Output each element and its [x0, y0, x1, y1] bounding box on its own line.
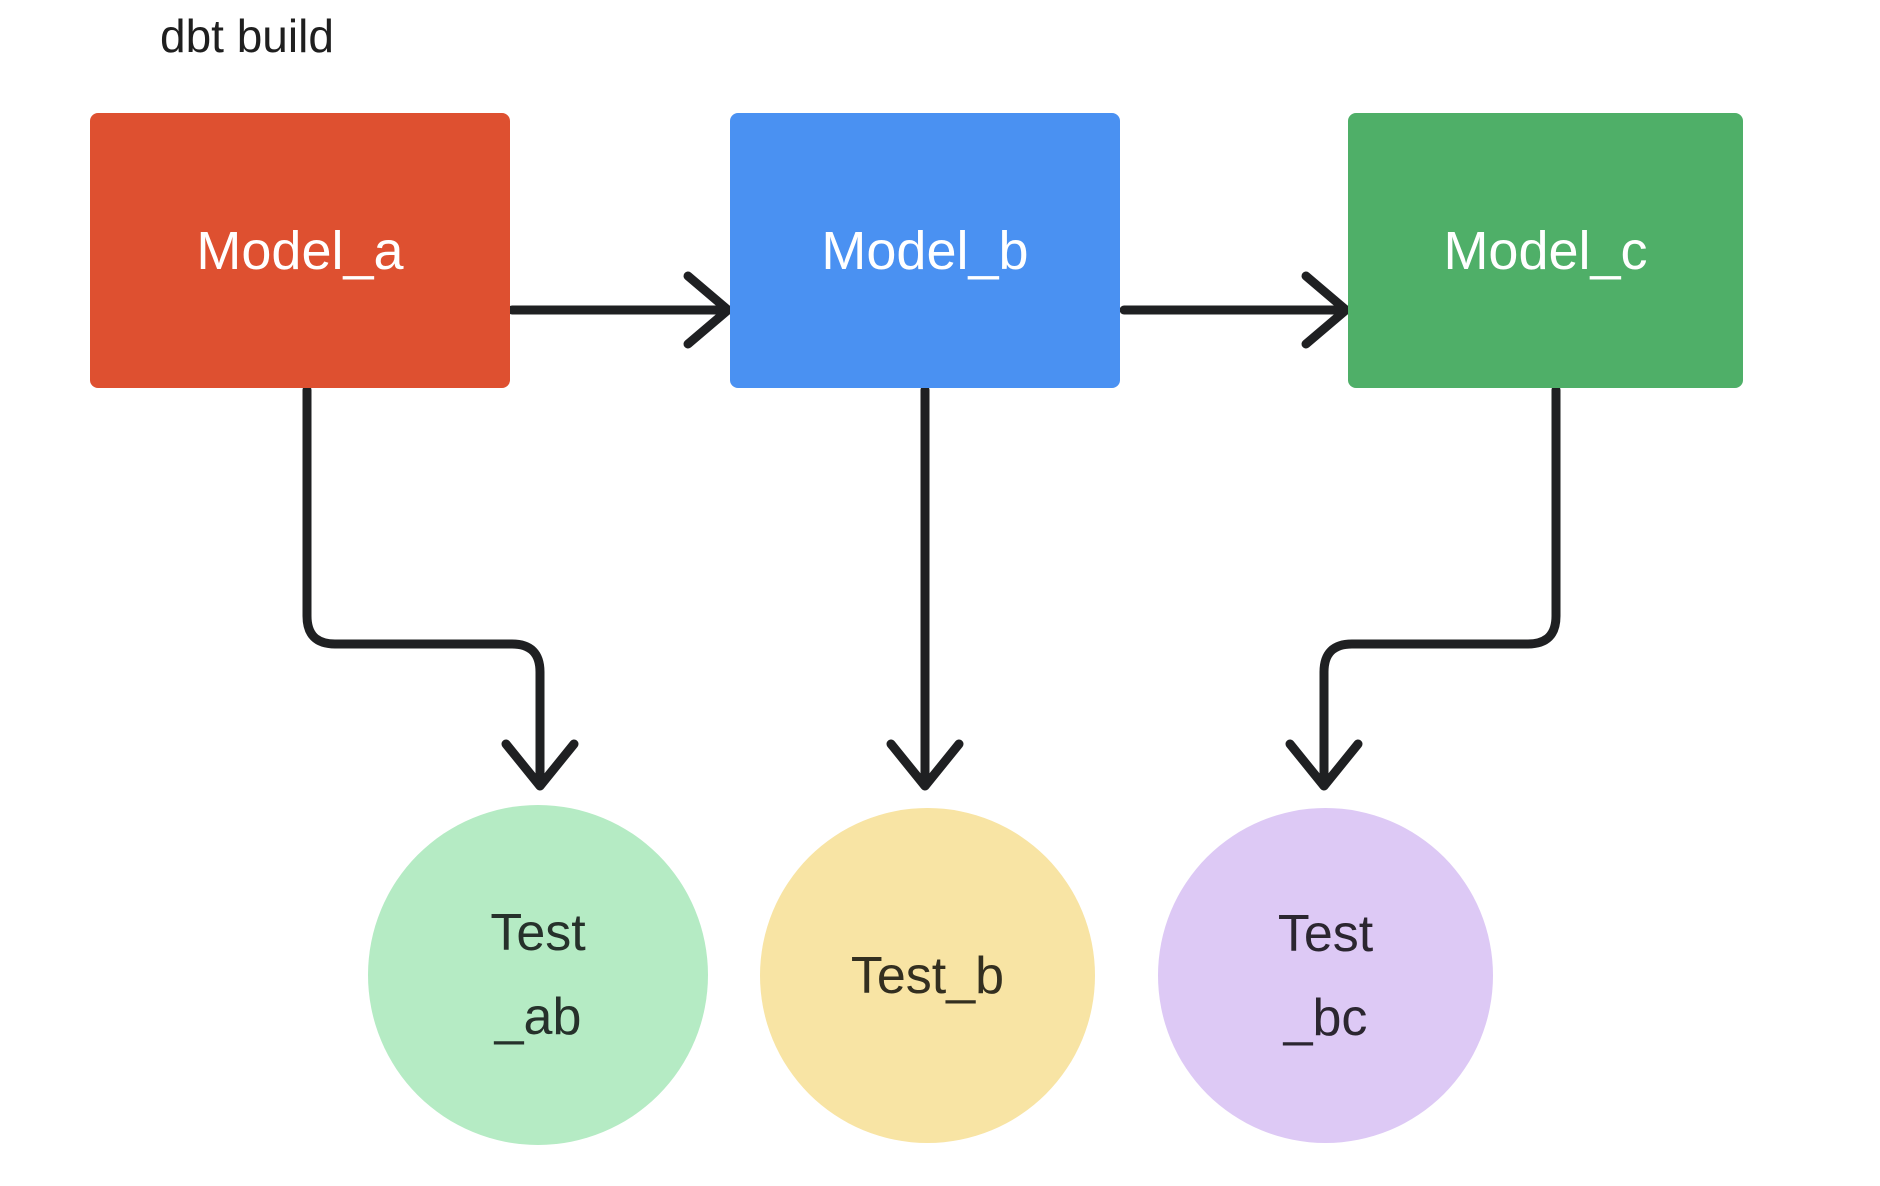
node-test-ab-label: Test _ab — [490, 904, 586, 1046]
node-test-b-label: Test_b — [850, 946, 1005, 1005]
edge-model-a-to-model-b — [507, 271, 733, 349]
node-model-b-label: Model_b — [821, 220, 1029, 281]
diagram-title: dbt build — [160, 10, 334, 62]
node-test-b[interactable]: Test_b — [760, 808, 1095, 1143]
node-test-ab[interactable]: Test _ab — [368, 805, 708, 1145]
edge-model-b-to-test-b — [886, 385, 964, 791]
node-model-b[interactable]: Model_b — [730, 113, 1120, 388]
edge-model-c-to-test-bc — [1285, 385, 1561, 791]
node-test-bc-label: Test _bc — [1277, 904, 1374, 1047]
node-model-a[interactable]: Model_a — [90, 113, 510, 388]
node-test-bc[interactable]: Test _bc — [1158, 808, 1493, 1143]
edge-model-a-to-test-ab — [302, 385, 579, 791]
edge-model-b-to-model-c — [1119, 271, 1351, 349]
node-model-a-label: Model_a — [196, 220, 404, 281]
node-model-c[interactable]: Model_c — [1348, 113, 1743, 388]
node-model-c-label: Model_c — [1443, 220, 1648, 281]
